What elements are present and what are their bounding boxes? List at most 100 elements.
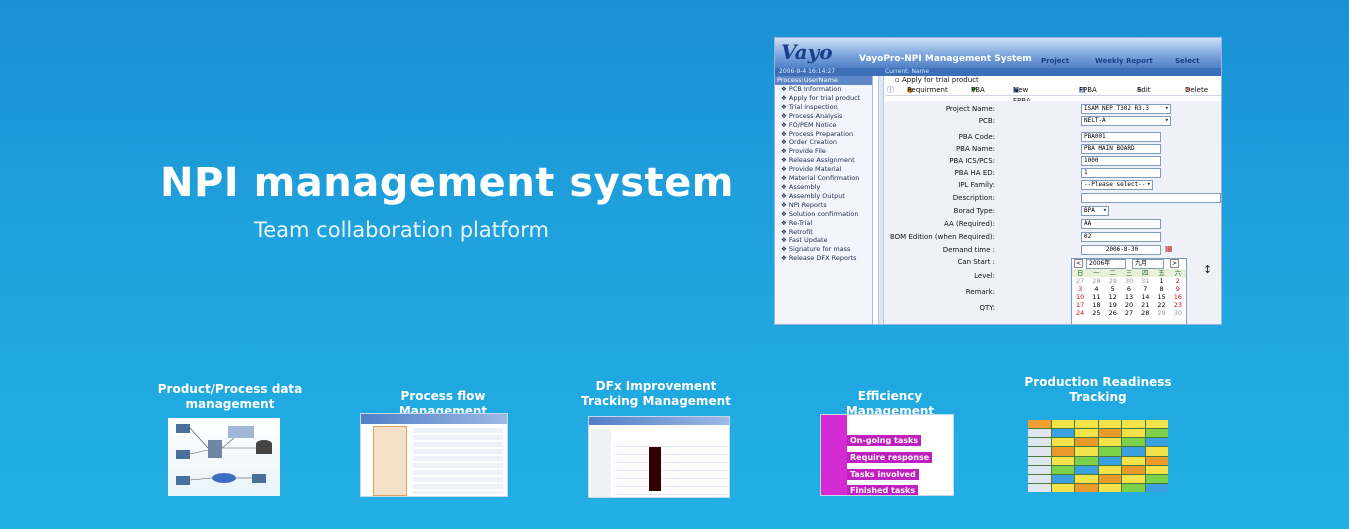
- prev-month-button[interactable]: <: [1074, 259, 1084, 268]
- year-select[interactable]: 2006年: [1086, 259, 1126, 269]
- calendar-day[interactable]: 18: [1092, 301, 1101, 309]
- sidebar-item[interactable]: ❖ Release DFX Reports: [781, 254, 857, 263]
- sidebar-item[interactable]: ❖ FO/PEM Notice: [781, 120, 837, 129]
- pba-code-input[interactable]: PBA001: [1081, 132, 1161, 142]
- readiness-cell: [1098, 474, 1121, 483]
- calendar-day[interactable]: 30: [1173, 309, 1182, 317]
- calendar-day[interactable]: 10: [1076, 293, 1085, 301]
- pba-ics-input[interactable]: 1000: [1081, 156, 1161, 166]
- row-remark: Remark:: [885, 286, 1221, 298]
- sidebar-item[interactable]: ❖ NPI Reports: [781, 200, 827, 209]
- calendar-day[interactable]: 20: [1124, 301, 1134, 309]
- description-input[interactable]: [1081, 193, 1221, 203]
- calendar-day[interactable]: 21: [1141, 301, 1150, 309]
- delete-icon: ✕: [1185, 86, 1191, 94]
- sidebar: Process:UserName ❖ PCB Information❖ Appl…: [775, 76, 873, 324]
- calendar-day[interactable]: 28: [1092, 277, 1101, 285]
- remark-label: Remark:: [965, 288, 995, 296]
- sidebar-item[interactable]: ❖ Material Confirmation: [781, 174, 860, 183]
- sidebar-item[interactable]: ❖ Assembly Output: [781, 191, 845, 200]
- sidebar-item[interactable]: ❖ Process Analysis: [781, 111, 843, 120]
- sidebar-item[interactable]: ❖ Process Preparation: [781, 129, 854, 138]
- sidebar-item[interactable]: ❖ Retrofit: [781, 227, 813, 236]
- borad-type-select[interactable]: BPA: [1081, 206, 1109, 216]
- sidebar-item[interactable]: ❖ Fast Update: [781, 236, 828, 245]
- calendar-day[interactable]: 13: [1124, 293, 1134, 301]
- calendar-day[interactable]: 27: [1124, 309, 1134, 317]
- bom-input[interactable]: 02: [1081, 232, 1161, 242]
- calendar-day[interactable]: 8: [1159, 285, 1164, 293]
- sidebar-item[interactable]: ❖ Order Creation: [781, 138, 837, 147]
- info-icon[interactable]: ⓘ: [887, 86, 894, 94]
- readiness-cell: [1098, 447, 1121, 456]
- sidebar-item[interactable]: ❖ Provide Material: [781, 165, 842, 174]
- aa-input[interactable]: AA: [1081, 219, 1161, 229]
- sidebar-item[interactable]: ❖ Re-Trial: [781, 218, 813, 227]
- sidebar-item[interactable]: ❖ Trial inspection: [781, 102, 838, 111]
- sidebar-item[interactable]: ❖ Release Assignment: [781, 156, 855, 165]
- ipl-family-select[interactable]: --Please select--: [1081, 180, 1153, 190]
- calendar-day[interactable]: 29: [1108, 277, 1117, 285]
- calendar-day[interactable]: 22: [1157, 301, 1166, 309]
- calendar-day[interactable]: 15: [1157, 293, 1166, 301]
- calendar-day[interactable]: 25: [1092, 309, 1101, 317]
- feature-label-product-data: Product/Process data management: [157, 382, 303, 411]
- calendar-day[interactable]: 3: [1078, 285, 1083, 293]
- calendar-day[interactable]: 29: [1157, 309, 1166, 317]
- menu-weekly-report[interactable]: Weekly Report: [1095, 57, 1153, 65]
- sidebar-item[interactable]: ❖ PCB Information: [781, 85, 842, 93]
- readiness-cell: [1051, 438, 1074, 447]
- thumb-highlight: [649, 447, 661, 491]
- calendar-day[interactable]: 19: [1108, 301, 1117, 309]
- calendar-day[interactable]: 30: [1124, 277, 1134, 285]
- month-select[interactable]: 九月: [1132, 259, 1164, 269]
- calendar-day[interactable]: 16: [1173, 293, 1182, 301]
- menu-select[interactable]: Select: [1175, 57, 1200, 65]
- calendar-day[interactable]: 9: [1175, 285, 1180, 293]
- calendar-day[interactable]: 28: [1141, 309, 1150, 317]
- toolbar: ⓘ ● Requirment ▼ PBA ▣ New FPBA ▤ FPBA ✎…: [885, 85, 1221, 105]
- project-name-select[interactable]: ISAM NEP T302 R3.3: [1081, 104, 1171, 114]
- splitter-handle[interactable]: [878, 76, 884, 324]
- readiness-cell: [1145, 456, 1168, 465]
- pcb-select[interactable]: NELT-A: [1081, 116, 1171, 126]
- row-pba-name: PBA Name: PBA MAIN BOARD: [885, 143, 1221, 155]
- calendar-day[interactable]: 23: [1173, 301, 1182, 309]
- readiness-cell: [1145, 447, 1168, 456]
- sidebar-item[interactable]: ❖ Provide File: [781, 147, 826, 156]
- project-name-label: Project Name:: [945, 105, 995, 113]
- calendar-weekday: 二: [1104, 269, 1121, 277]
- calendar-day[interactable]: 11: [1092, 293, 1101, 301]
- calendar-day[interactable]: 2: [1175, 277, 1180, 285]
- calendar-day[interactable]: 6: [1126, 285, 1132, 293]
- demand-time-input[interactable]: 2006-8-30: [1081, 245, 1161, 255]
- row-pba-ics: PBA ICS/PCS: 1000: [885, 155, 1221, 167]
- calendar-day[interactable]: 1: [1159, 277, 1164, 285]
- sidebar-item[interactable]: ❖ Signature for mass: [781, 245, 851, 254]
- menu-project[interactable]: Project: [1041, 57, 1070, 65]
- calendar-day[interactable]: 17: [1076, 301, 1085, 309]
- readiness-cell: [1075, 474, 1098, 483]
- calendar-weekday: 六: [1169, 269, 1186, 277]
- thumb-sidebar: [821, 415, 847, 495]
- pba-name-input[interactable]: PBA MAIN BOARD: [1081, 144, 1161, 154]
- thumb-sidebar: [373, 426, 407, 496]
- calendar-day[interactable]: 26: [1108, 309, 1117, 317]
- calendar-day[interactable]: 14: [1141, 293, 1150, 301]
- calendar-day[interactable]: 27: [1076, 277, 1085, 285]
- readiness-cell: [1145, 420, 1168, 429]
- next-month-button[interactable]: >: [1170, 259, 1180, 268]
- calendar-day[interactable]: 4: [1094, 285, 1099, 293]
- calendar-day[interactable]: 7: [1143, 285, 1148, 293]
- readiness-cell: [1075, 447, 1098, 456]
- calendar-day[interactable]: 5: [1110, 285, 1115, 293]
- pba-ha-input[interactable]: 1: [1081, 168, 1161, 178]
- row-level: Level:: [885, 270, 1221, 282]
- calendar-day[interactable]: 31: [1141, 277, 1150, 285]
- calendar-icon[interactable]: ▦: [1165, 244, 1173, 253]
- sidebar-item[interactable]: ❖ Assembly: [781, 182, 821, 191]
- calendar-day[interactable]: 12: [1108, 293, 1117, 301]
- calendar-day[interactable]: 24: [1076, 309, 1085, 317]
- sidebar-item[interactable]: ❖ Apply for trial product: [781, 93, 861, 102]
- sidebar-item[interactable]: ❖ Solution confirmation: [781, 209, 859, 218]
